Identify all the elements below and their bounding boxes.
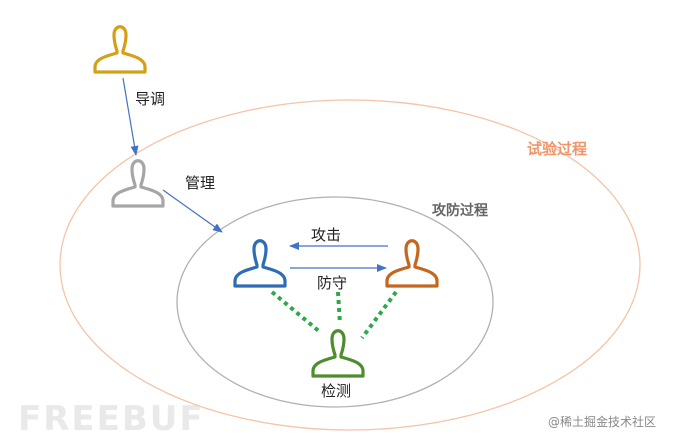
detect-link-center — [336, 291, 342, 325]
director-person-icon — [93, 25, 147, 74]
watermark-credit: @稀土掘金技术社区 — [548, 414, 656, 429]
manager-person-icon — [111, 159, 165, 208]
manage-arrow — [162, 189, 223, 233]
detect-label: 检测 — [321, 382, 351, 400]
blue-team-person-icon — [233, 239, 287, 288]
guide-arrow — [122, 77, 139, 156]
orange-team-person-icon — [385, 239, 439, 288]
detect-link-left — [270, 290, 322, 334]
test-process-label: 试验过程 — [527, 140, 587, 158]
defense-label: 防守 — [317, 274, 347, 292]
detector-person-icon — [311, 329, 365, 378]
guide-label: 导调 — [135, 90, 165, 108]
attack-defense-process-label: 攻防过程 — [432, 202, 488, 219]
manage-label: 管理 — [185, 174, 215, 192]
detect-link-right — [360, 290, 398, 340]
attack-label: 攻击 — [311, 226, 341, 244]
attack-defense-ellipse — [176, 196, 494, 408]
test-process-ellipse — [59, 99, 641, 431]
watermark-brand: FREEBUF — [18, 399, 205, 439]
